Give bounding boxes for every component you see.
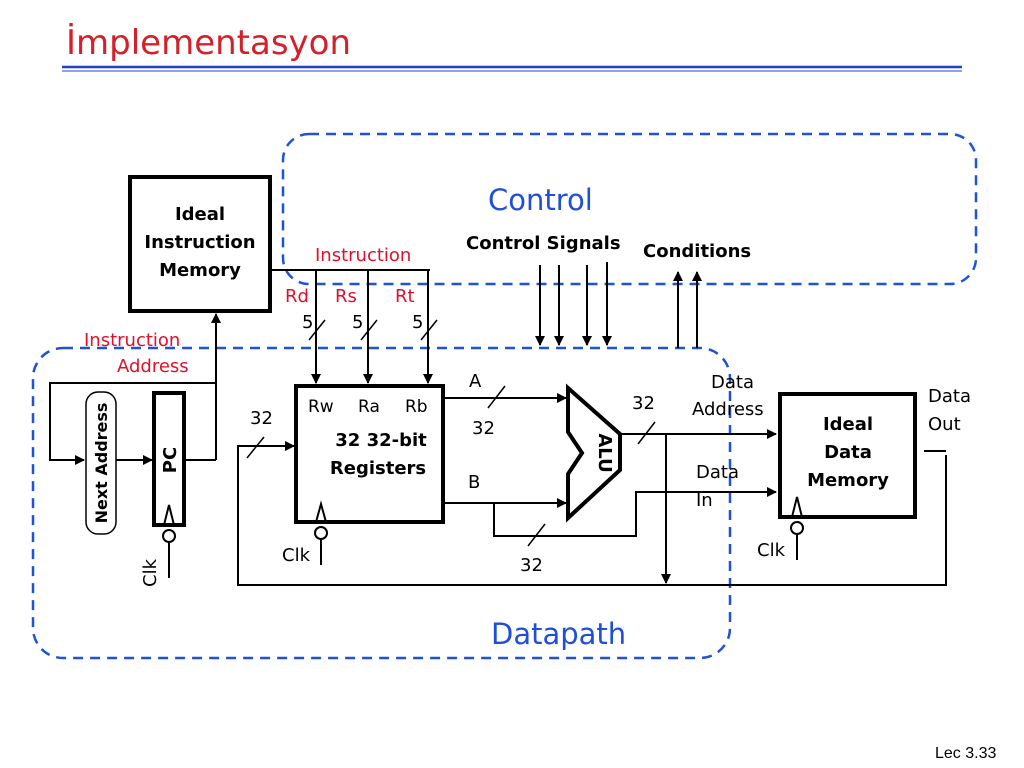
data-address-line2: Address	[692, 399, 764, 420]
control-region-label: Control	[488, 183, 593, 217]
instruction-memory-line2: Instruction	[144, 232, 255, 253]
pc-clock-bubble	[162, 529, 176, 543]
data-memory-box	[778, 392, 917, 519]
instruction-memory-box	[128, 175, 272, 313]
rs-width-label: 5	[352, 312, 363, 333]
register-file	[294, 384, 445, 524]
rd-slash	[308, 319, 326, 341]
control-region	[281, 132, 978, 286]
rd-width-label: 5	[302, 312, 313, 333]
rt-slash	[420, 319, 438, 341]
rt-label: Rt	[395, 286, 415, 307]
instruction-memory-line1: Ideal	[175, 204, 225, 225]
data-in-line2: In	[696, 490, 713, 511]
next-address-block	[85, 391, 117, 535]
instruction-memory-line3: Memory	[159, 260, 241, 281]
bus-b-to-data-in	[493, 487, 777, 537]
data-in-line1: Data	[696, 462, 739, 483]
rd-label: Rd	[285, 286, 309, 307]
bus-a-label: A	[469, 371, 482, 392]
conditions-label: Conditions	[643, 241, 751, 262]
ra-port-label: Ra	[358, 397, 380, 417]
pc-clock-triangle	[163, 504, 175, 526]
rs-slash	[360, 319, 378, 341]
next-address-label: Next Address	[92, 403, 111, 524]
writeback-slash	[246, 436, 265, 459]
bus-a-width-label: 32	[472, 418, 495, 439]
alu-label: ALU	[594, 433, 615, 472]
bus-b-width-label: 32	[520, 555, 543, 576]
data-address-line1: Data	[711, 372, 754, 393]
rb-port-label: Rb	[405, 397, 428, 417]
datapath-region-label: Datapath	[491, 617, 626, 651]
registers-line2: Registers	[330, 458, 426, 479]
control-signals-label: Control Signals	[466, 233, 621, 254]
data-memory-line2: Data	[824, 442, 872, 463]
bus-a-slash	[487, 385, 506, 409]
pc-clk-label: Clk	[140, 558, 161, 587]
data-memory-line1: Ideal	[823, 414, 873, 435]
slide-footer: Lec 3.33	[935, 745, 996, 762]
instruction-label: Instruction	[315, 245, 411, 266]
instruction-address-line1: Instruction	[84, 330, 180, 351]
dmem-clk-label: Clk	[757, 540, 786, 561]
bus-b-label: B	[468, 472, 480, 493]
regfile-clock-triangle	[315, 500, 327, 523]
slide-title: İmplementasyon	[66, 23, 351, 63]
dmem-clock-triangle	[791, 496, 803, 518]
datapath-region	[31, 346, 732, 660]
pc-register	[152, 391, 186, 527]
bus-b-slash	[527, 523, 546, 547]
alu-result-width-label: 32	[632, 393, 655, 414]
writeback-width-label: 32	[250, 408, 273, 429]
alu-result-slash	[637, 421, 656, 445]
rs-label: Rs	[335, 286, 357, 307]
registers-line1: 32 32-bit	[335, 430, 427, 451]
rt-width-label: 5	[412, 312, 423, 333]
dmem-clock-bubble	[790, 521, 804, 535]
pc-label: PC	[160, 447, 181, 473]
data-out-line2: Out	[928, 414, 961, 435]
instruction-address-line2: Address	[117, 356, 189, 377]
data-memory-line3: Memory	[807, 470, 889, 491]
data-out-line1: Data	[928, 386, 971, 407]
rw-port-label: Rw	[308, 397, 334, 417]
alu	[566, 383, 622, 523]
regfile-clock-bubble	[314, 526, 328, 540]
regfile-clk-label: Clk	[282, 545, 311, 566]
